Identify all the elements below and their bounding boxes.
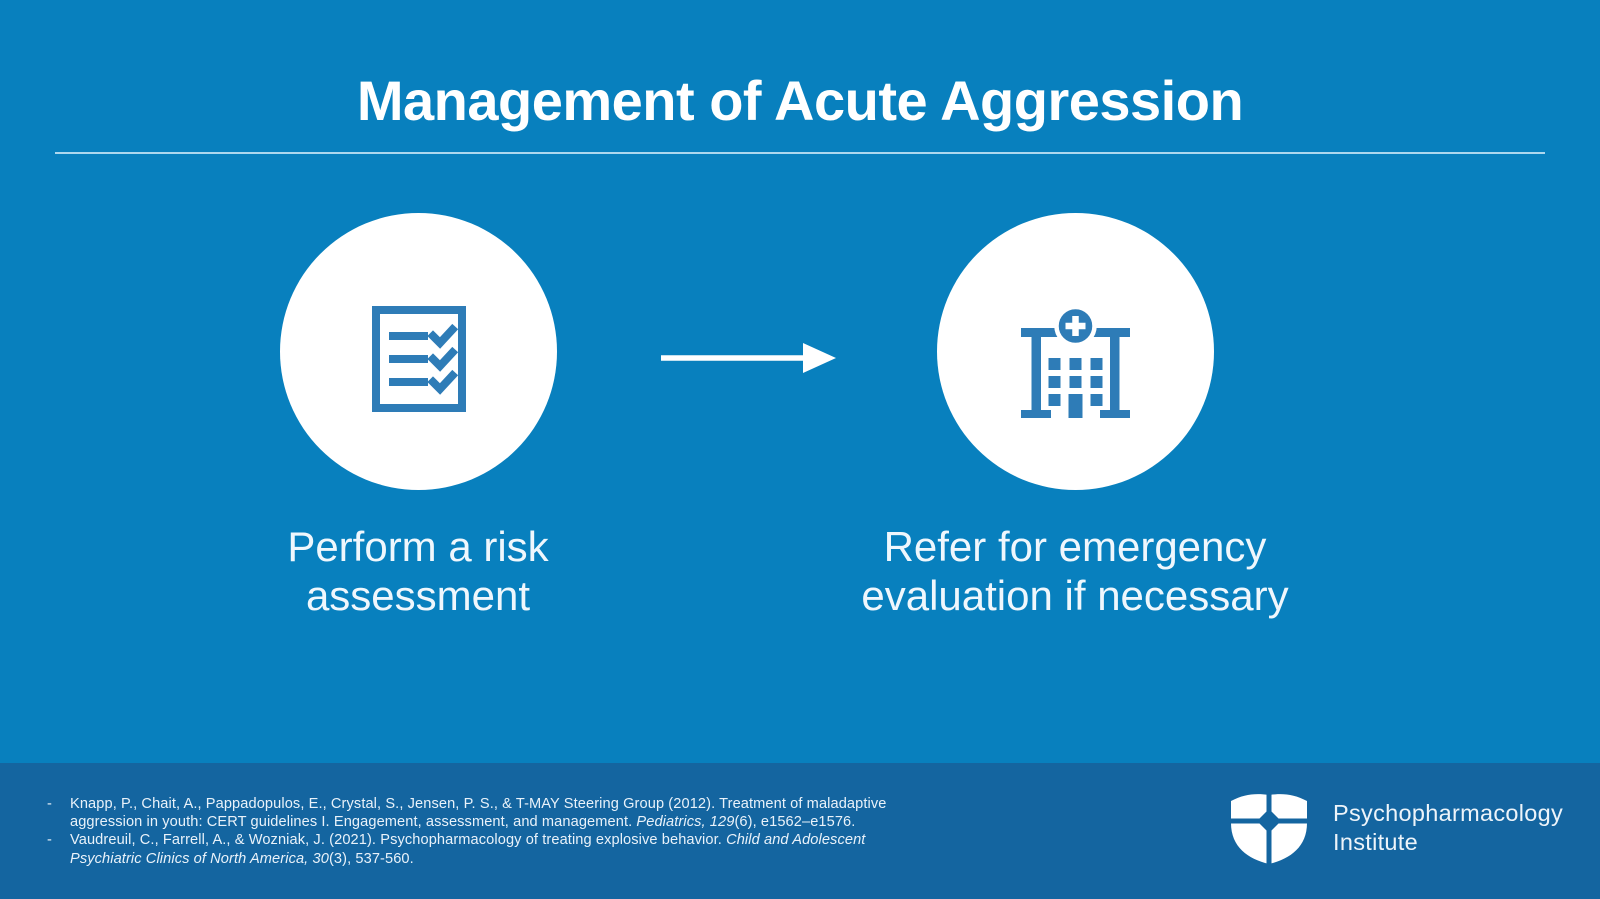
footer: - Knapp, P., Chait, A., Pappadopulos, E.… — [0, 763, 1600, 899]
institute-name-line2: Institute — [1333, 828, 1418, 855]
reference-text: Knapp, P., Chait, A., Pappadopulos, E., … — [70, 796, 887, 831]
institute-logo: Psychopharmacology Institute — [1228, 789, 1563, 866]
institute-name: Psychopharmacology Institute — [1333, 799, 1563, 856]
institute-name-line1: Psychopharmacology — [1333, 800, 1564, 826]
reference-item: - Vaudreuil, C., Farrell, A., & Wozniak,… — [47, 831, 899, 867]
page-title: Management of Acute Aggression — [356, 69, 1244, 132]
step-circle-emergency-evaluation — [937, 213, 1214, 490]
arrow-right-icon — [661, 343, 836, 373]
reference-list: - Knapp, P., Chait, A., Pappadopulos, E.… — [47, 795, 899, 868]
title-divider — [55, 152, 1545, 154]
reference-text: Vaudreuil, C., Farrell, A., & Wozniak, J… — [70, 832, 866, 867]
step-label-risk-assessment: Perform a risk assessment — [287, 523, 549, 619]
reference-item: - Knapp, P., Chait, A., Pappadopulos, E.… — [47, 795, 899, 831]
step-circle-risk-assessment — [280, 213, 557, 490]
shield-logo-icon — [1229, 792, 1309, 866]
hospital-icon — [1021, 304, 1130, 418]
reference-bullet: - — [47, 832, 52, 849]
step-label-emergency-evaluation: Refer for emergency evaluation if necess… — [861, 523, 1289, 619]
checklist-icon — [371, 305, 466, 412]
reference-bullet: - — [47, 796, 52, 812]
